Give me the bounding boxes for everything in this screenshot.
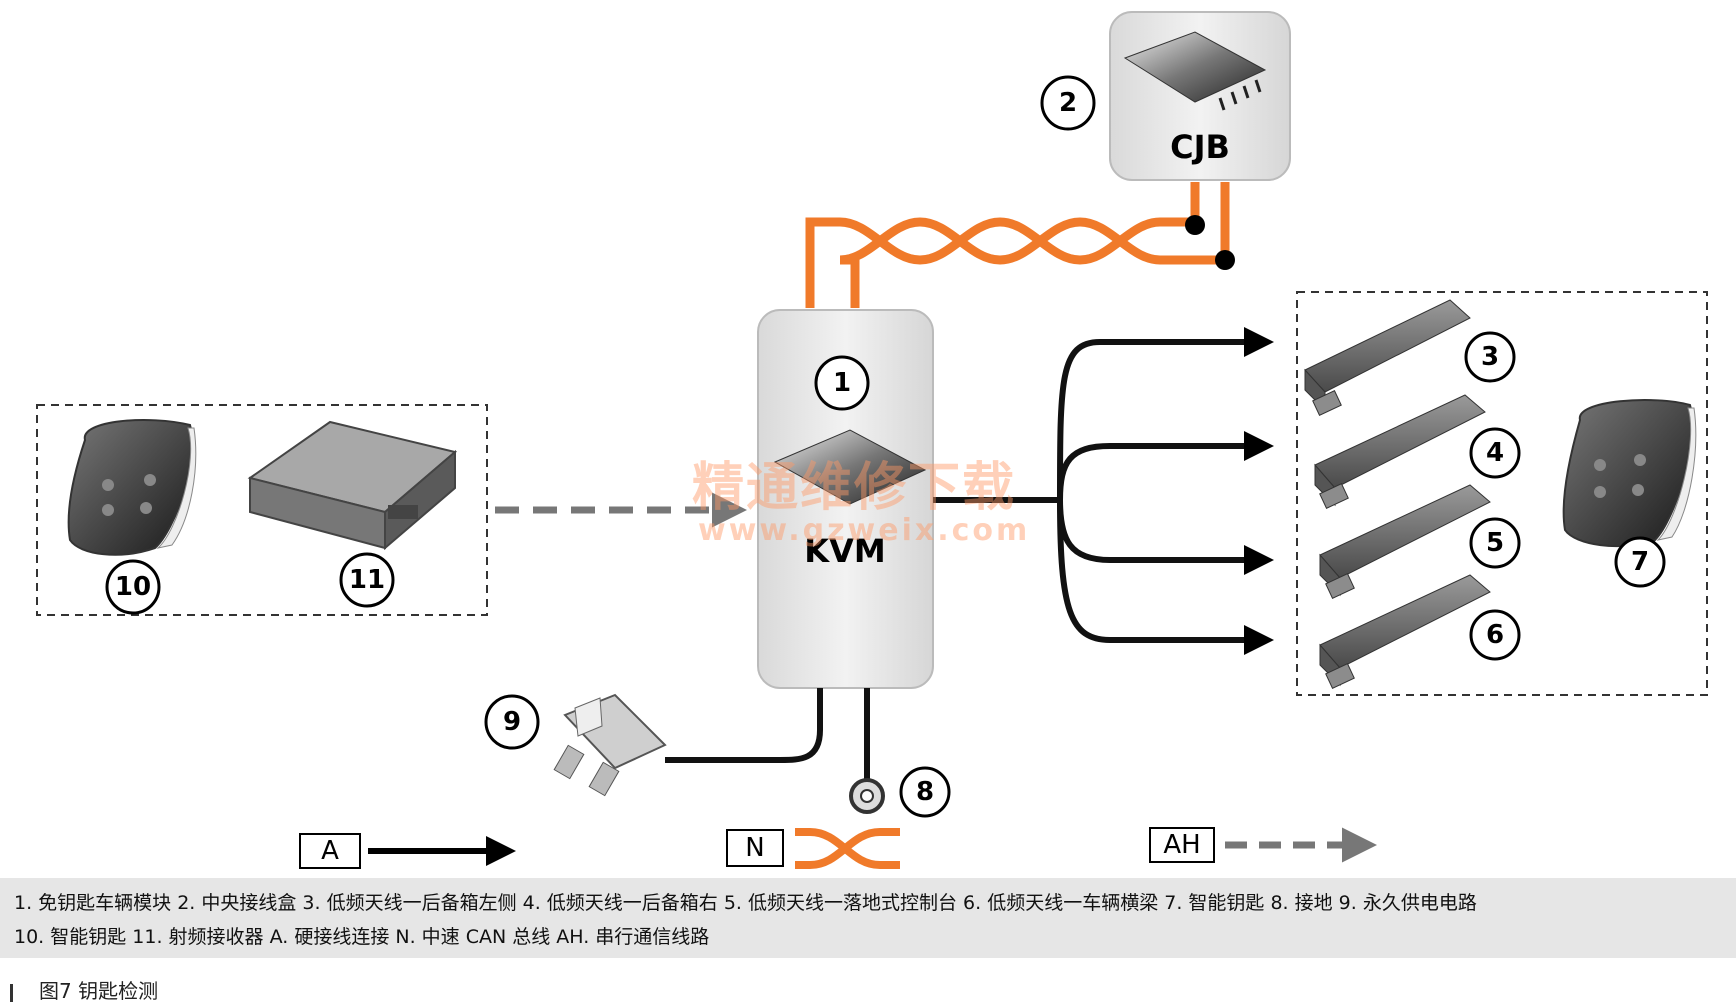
callout-3: 3 <box>1464 331 1516 383</box>
figure-title-row: 图7 钥匙检测 <box>10 975 158 1004</box>
callout-4: 4 <box>1469 427 1521 479</box>
can-junction-dot <box>1185 215 1205 235</box>
caption-panel: 1. 免钥匙车辆模块 2. 中央接线盒 3. 低频天线一后备箱左侧 4. 低频天… <box>0 878 1736 958</box>
callout-number: 4 <box>1486 438 1504 468</box>
callout-number: 7 <box>1631 547 1649 577</box>
ground-terminal <box>849 778 885 814</box>
legend-label: A <box>321 836 339 866</box>
svg-text:www.gzweix.com: www.gzweix.com <box>698 513 1030 548</box>
callout-number: 3 <box>1481 342 1499 372</box>
callout-7: 7 <box>1614 536 1666 588</box>
callout-1: 1 <box>814 355 870 411</box>
callout-2: 2 <box>1040 75 1096 131</box>
callout-number: 9 <box>503 707 521 737</box>
callout-number: 6 <box>1486 620 1504 650</box>
rf-receiver-icon <box>247 420 458 551</box>
callout-number: 8 <box>916 777 934 807</box>
callout-number: 2 <box>1059 88 1077 118</box>
hardwired-outputs <box>933 327 1274 655</box>
legend-can-bus: N <box>726 828 900 869</box>
callout-8: 8 <box>899 766 951 818</box>
key-detection-diagram: CJB KVM <box>36 11 1708 869</box>
smart-key-icon <box>67 419 197 556</box>
cjb-module: CJB <box>1109 11 1291 181</box>
watermark: 精通维修下载 www.gzweix.com <box>692 458 1030 548</box>
callout-number: 11 <box>349 565 385 595</box>
lf-antenna-icon <box>1314 394 1486 509</box>
can-junction-dot <box>1215 250 1235 270</box>
title-bar <box>10 983 13 1002</box>
smart-key-icon <box>1562 399 1697 548</box>
caption-line-2: 10. 智能钥匙 11. 射频接收器 A. 硬接线连接 N. 中速 CAN 总线… <box>14 926 710 948</box>
callout-11: 11 <box>339 552 395 608</box>
figure-title: 图7 钥匙检测 <box>39 979 159 1003</box>
callout-9: 9 <box>484 694 540 750</box>
callout-number: 5 <box>1486 528 1504 558</box>
power-wire <box>665 688 823 763</box>
lf-antenna-icon <box>1319 484 1491 599</box>
fuse-icon <box>553 693 667 797</box>
lf-antenna-icon <box>1319 574 1491 689</box>
callout-10: 10 <box>105 559 161 615</box>
callout-5: 5 <box>1469 517 1521 569</box>
cjb-label: CJB <box>1170 128 1230 166</box>
caption-line-1: 1. 免钥匙车辆模块 2. 中央接线盒 3. 低频天线一后备箱左侧 4. 低频天… <box>14 892 1477 914</box>
kvm-module: KVM <box>757 309 934 689</box>
legend-label: N <box>745 833 764 863</box>
legend-hardwired: A <box>299 833 516 869</box>
can-bus-wiring <box>805 182 1230 308</box>
callout-number: 1 <box>833 368 851 398</box>
callout-number: 10 <box>115 572 151 602</box>
svg-text:精通维修下载: 精通维修下载 <box>692 458 1016 518</box>
legend-label: AH <box>1163 830 1200 860</box>
lf-antenna-icon <box>1304 299 1471 416</box>
callout-6: 6 <box>1469 609 1521 661</box>
kvm-label: KVM <box>804 532 885 570</box>
legend-serial: AH <box>1149 827 1377 863</box>
rf-group-box <box>36 404 488 616</box>
